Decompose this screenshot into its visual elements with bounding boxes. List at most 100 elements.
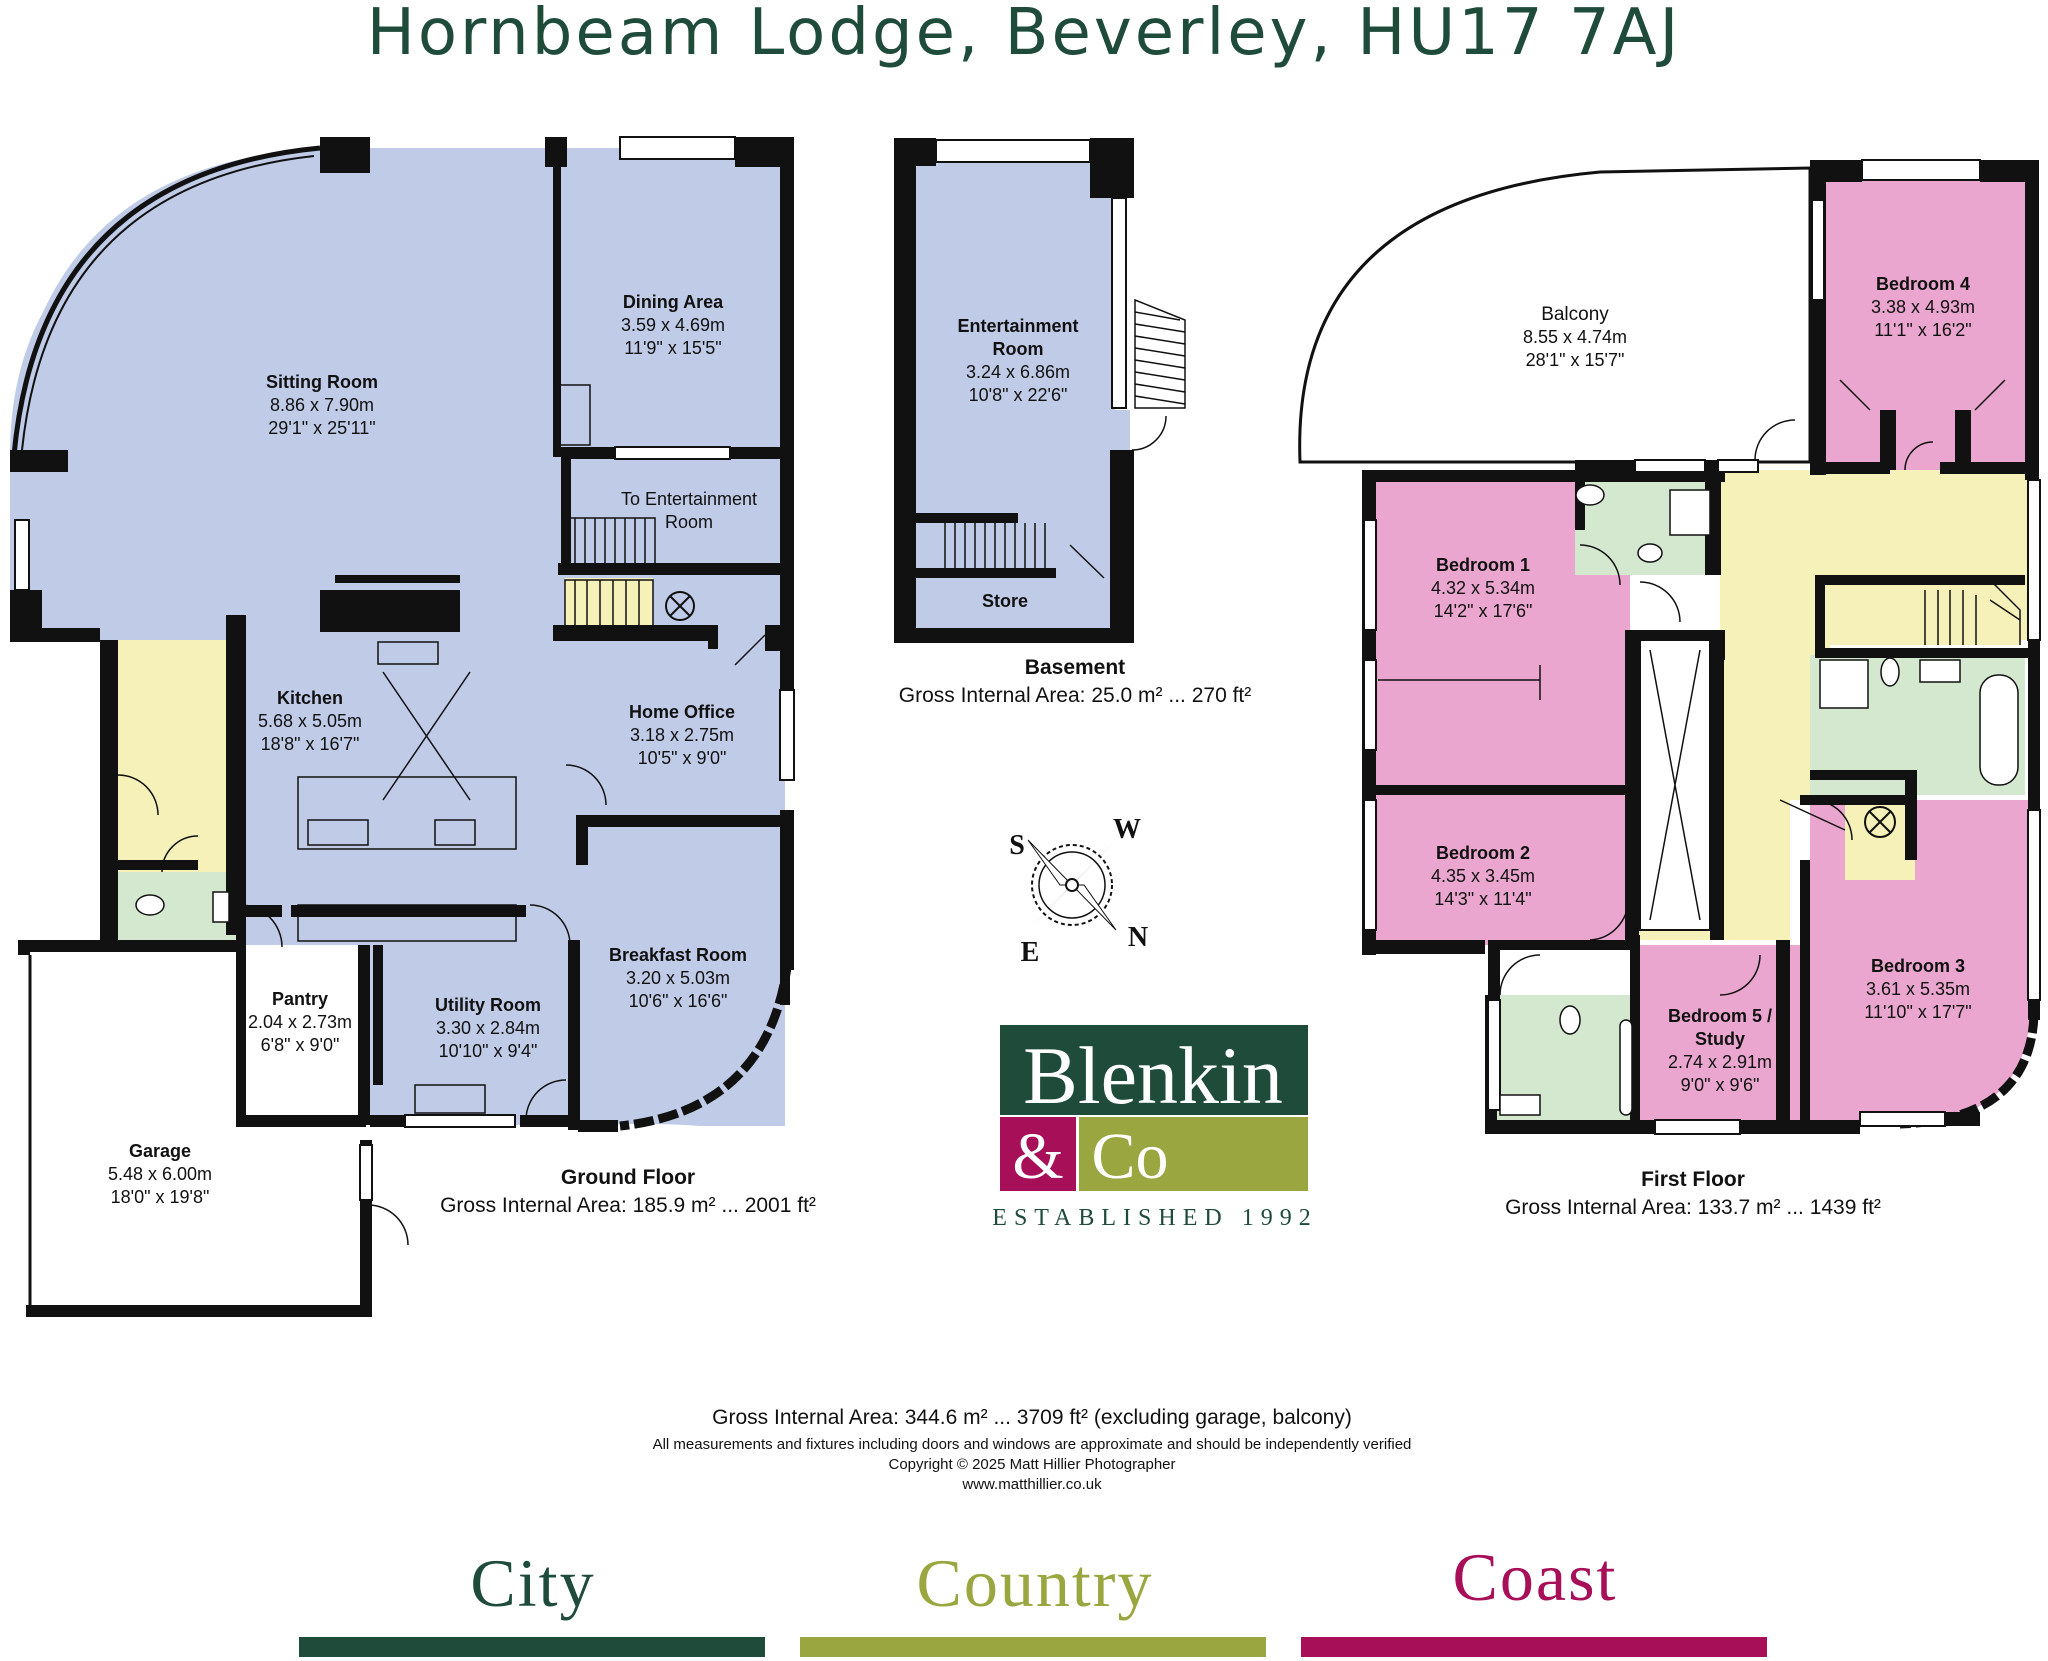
bedroom-4-label: Bedroom 4 3.38 x 4.93m 11'1" x 16'2" — [1871, 274, 1975, 340]
basement-area: Gross Internal Area: 25.0 m² ... 270 ft² — [899, 684, 1252, 707]
bedroom-1-label: Bedroom 1 4.32 x 5.34m 14'2" x 17'6" — [1431, 555, 1535, 621]
svg-text:2.74 x 2.91m: 2.74 x 2.91m — [1668, 1052, 1772, 1072]
to-entertainment-room-label: To Entertainment Room — [621, 489, 757, 532]
blenkin-logo: Blenkin & Co ESTABLISHED 1992 — [992, 1025, 1317, 1231]
first-floor-plan: Balcony 8.55 x 4.74m 28'1" x 15'7" Bedro… — [1298, 159, 2041, 1219]
svg-text:Bedroom 3: Bedroom 3 — [1871, 956, 1965, 976]
compass-ring — [1031, 844, 1113, 926]
svg-text:3.59 x 4.69m: 3.59 x 4.69m — [621, 315, 725, 335]
property-title: Hornbeam Lodge, Beverley, HU17 7AJ — [367, 0, 1682, 70]
logo-magenta-block — [1000, 1117, 1076, 1191]
svg-text:10'8" x 22'6": 10'8" x 22'6" — [969, 385, 1068, 405]
pantry-label: Pantry 2.04 x 2.73m 6'8" x 9'0" — [248, 989, 352, 1055]
svg-text:Bedroom 2: Bedroom 2 — [1436, 843, 1530, 863]
total-area: Gross Internal Area: 344.6 m² ... 3709 f… — [712, 1406, 1352, 1429]
svg-text:Balcony: Balcony — [1541, 304, 1609, 325]
cylinder-cupboard-floor — [1845, 800, 1915, 880]
basement-plan: Entertainment Room 3.24 x 6.86m 10'8" x … — [894, 138, 1251, 707]
svg-text:9'0" x 9'6": 9'0" x 9'6" — [1681, 1075, 1760, 1095]
balcony-outline — [1298, 166, 1812, 464]
tagline-city: City — [470, 1545, 595, 1621]
svg-text:Entertainment: Entertainment — [957, 316, 1078, 336]
svg-text:4.32 x 5.34m: 4.32 x 5.34m — [1431, 578, 1535, 598]
svg-text:11'9" x 15'5": 11'9" x 15'5" — [624, 338, 721, 358]
entrance-hall-floor — [118, 640, 240, 872]
logo-co: Co — [1091, 1120, 1168, 1193]
toilet-icon — [135, 894, 165, 916]
breakfast-room-label: Breakfast Room 3.20 x 5.03m 10'6" x 16'6… — [609, 945, 747, 1011]
bathroom-fixtures — [1499, 484, 2019, 1116]
svg-text:Room: Room — [993, 339, 1044, 359]
svg-text:10'10" x 9'4": 10'10" x 9'4" — [439, 1041, 538, 1061]
compass-rose: S W E N — [1009, 814, 1148, 968]
logo-blenkin: Blenkin — [1023, 1030, 1283, 1121]
coast-bar — [1301, 1637, 1767, 1657]
first-floor-doors — [1499, 379, 2006, 996]
basement-external-steps — [1131, 298, 1186, 451]
svg-text:4.35 x 3.45m: 4.35 x 3.45m — [1431, 866, 1535, 886]
garage-label: Garage 5.48 x 6.00m 18'0" x 19'8" — [108, 1141, 212, 1207]
svg-text:Kitchen: Kitchen — [277, 688, 343, 708]
copyright: Copyright © 2025 Matt Hillier Photograph… — [888, 1456, 1175, 1473]
first-floor-area: Gross Internal Area: 133.7 m² ... 1439 f… — [1505, 1196, 1881, 1219]
kitchen-label: Kitchen 5.68 x 5.05m 18'8" x 16'7" — [258, 688, 362, 754]
svg-text:28'1" x 15'7": 28'1" x 15'7" — [1526, 350, 1625, 370]
svg-text:11'10" x 17'7": 11'10" x 17'7" — [1864, 1002, 1971, 1022]
store-label: Store — [982, 591, 1028, 611]
svg-text:To Entertainment: To Entertainment — [621, 489, 757, 509]
svg-text:10'5" x 9'0": 10'5" x 9'0" — [638, 748, 727, 768]
disclaimer: All measurements and fixtures including … — [653, 1436, 1412, 1453]
website: www.matthillier.co.uk — [961, 1476, 1102, 1493]
home-office-label: Home Office 3.18 x 2.75m 10'5" x 9'0" — [629, 702, 735, 768]
balcony-label: Balcony 8.55 x 4.74m 28'1" x 15'7" — [1523, 304, 1627, 370]
entertainment-room-label: Entertainment Room 3.24 x 6.86m 10'8" x … — [957, 316, 1078, 405]
logo-ampersand: & — [1012, 1120, 1063, 1193]
stair-landing-floor — [565, 578, 653, 628]
svg-text:3.20 x 5.03m: 3.20 x 5.03m — [626, 968, 730, 988]
compass-s: S — [1009, 830, 1025, 861]
svg-text:Sitting Room: Sitting Room — [266, 372, 378, 392]
svg-text:14'3" x 11'4": 14'3" x 11'4" — [1434, 889, 1531, 909]
bedroom-4-floor — [1825, 180, 2025, 470]
svg-text:8.86 x 7.90m: 8.86 x 7.90m — [270, 395, 374, 415]
svg-text:Breakfast Room: Breakfast Room — [609, 945, 747, 965]
breakfast-curved-wall — [619, 959, 793, 1131]
basin-icon — [212, 891, 230, 923]
tagline-country: Country — [917, 1545, 1154, 1621]
svg-text:5.48 x 6.00m: 5.48 x 6.00m — [108, 1164, 212, 1184]
bedroom-2-label: Bedroom 2 4.35 x 3.45m 14'3" x 11'4" — [1431, 843, 1535, 909]
ground-floor-area: Gross Internal Area: 185.9 m² ... 2001 f… — [440, 1194, 816, 1217]
svg-text:18'0" x 19'8": 18'0" x 19'8" — [111, 1187, 210, 1207]
svg-text:3.18 x 2.75m: 3.18 x 2.75m — [630, 725, 734, 745]
ground-floor-plan: Sitting Room 8.86 x 7.90m 29'1" x 25'11"… — [10, 136, 816, 1317]
compass-w: W — [1113, 814, 1141, 845]
bedroom-3-label: Bedroom 3 3.61 x 5.35m 11'10" x 17'7" — [1864, 956, 1971, 1022]
logo-established: ESTABLISHED 1992 — [992, 1205, 1317, 1231]
kitchen-island — [297, 641, 517, 942]
first-floor-title: First Floor — [1641, 1168, 1745, 1191]
svg-text:6'8" x 9'0": 6'8" x 9'0" — [261, 1035, 340, 1055]
bedroom-3-floor — [1810, 800, 2030, 1122]
boiler-icon — [665, 591, 695, 621]
dining-area-label: Dining Area 3.59 x 4.69m 11'9" x 15'5" — [621, 292, 725, 358]
svg-text:3.30 x 2.84m: 3.30 x 2.84m — [436, 1018, 540, 1038]
svg-text:29'1" x 25'11": 29'1" x 25'11" — [268, 418, 375, 438]
basement-side-window — [1111, 197, 1127, 409]
utility-room-label: Utility Room 3.30 x 2.84m 10'10" x 9'4" — [435, 995, 541, 1061]
svg-text:Room: Room — [665, 512, 713, 532]
basement-title: Basement — [1025, 656, 1125, 679]
svg-text:Home Office: Home Office — [629, 702, 735, 722]
utility-sink-icon — [414, 1084, 486, 1114]
basement-walls — [894, 138, 1134, 643]
logo-green-block — [1000, 1025, 1308, 1115]
logo-olive-block — [1079, 1117, 1308, 1191]
compass-e: E — [1021, 937, 1040, 968]
svg-text:18'8" x 16'7": 18'8" x 16'7" — [261, 734, 360, 754]
svg-text:14'2" x 17'6": 14'2" x 17'6" — [1434, 601, 1533, 621]
cylinder-icon — [1864, 806, 1896, 838]
svg-text:2.04 x 2.73m: 2.04 x 2.73m — [248, 1012, 352, 1032]
sitting-room-label: Sitting Room 8.86 x 7.90m 29'1" x 25'11" — [266, 372, 378, 438]
basement-stairs — [944, 523, 1105, 579]
svg-text:3.38 x 4.93m: 3.38 x 4.93m — [1871, 297, 1975, 317]
